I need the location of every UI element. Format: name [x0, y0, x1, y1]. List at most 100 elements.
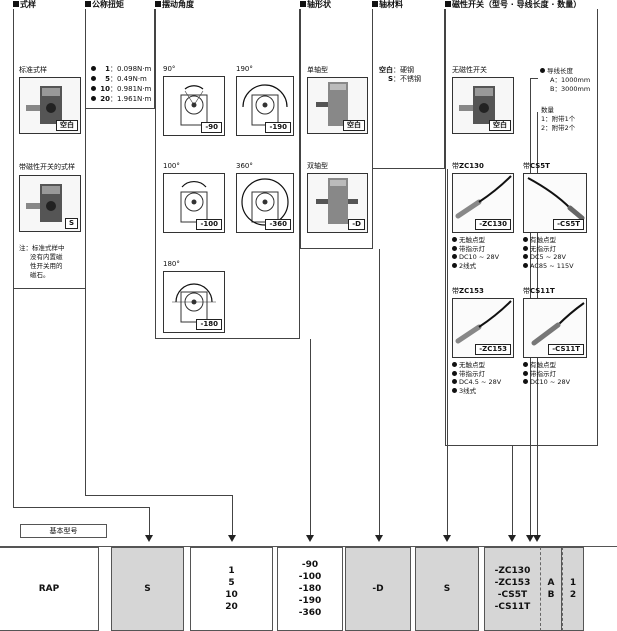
connector-line [310, 339, 311, 537]
model-cell-torque: 1 5 10 20 [190, 547, 273, 631]
header-angle: 摆动角度 [155, 0, 194, 10]
header-material: 轴材料 [372, 0, 403, 10]
bullet-icon [523, 370, 528, 376]
wire-title: 导线长度 [540, 67, 590, 76]
switch-code: -CS11T [494, 602, 531, 612]
angle-tag-360: -360 [265, 219, 291, 230]
spec-text: 无指示灯 [530, 244, 556, 253]
magnetic-label: 带磁性开关的式样 [19, 163, 75, 171]
model-cell-style: S [111, 547, 184, 631]
torque-item: 10：0.981N·m [91, 84, 151, 94]
connector-line [232, 495, 233, 537]
shaft-actuator-icon [316, 178, 358, 224]
torque-code: 5 [105, 75, 110, 83]
material-item: 空白：硬钢 [379, 66, 414, 74]
switch-codes: -ZC130 -ZC153 -CS5T -CS11T [495, 565, 531, 613]
material-list: 空白：硬钢 S：不锈钢 [379, 66, 421, 84]
sensor-photo-cs5t: -CS5T [523, 173, 587, 233]
style-magnetic-tag: S [64, 218, 78, 229]
square-bullet-icon [372, 1, 378, 7]
angle-code: -190 [298, 596, 322, 606]
quantity-block: 数量 1：附带1个 2：附带2个 [541, 106, 575, 133]
connector-line [379, 249, 380, 537]
bullet-icon [523, 237, 528, 242]
sensor-title-zc130: 带ZC130 [452, 162, 484, 171]
square-bullet-icon [300, 1, 306, 7]
sensor-specs-cs5t: 有触点型 无指示灯 DC5 ~ 28V AC85 ~ 115V [523, 236, 574, 270]
rotation-arc-icon [241, 178, 289, 226]
material-code: 空白 [379, 66, 393, 74]
bullet-icon [540, 68, 545, 73]
switch-none-tag: 空白 [489, 120, 511, 131]
sensor-specs-cs11t: 有触点型 带指示灯 DC10 ~ 28V [523, 361, 570, 387]
angle-diagram-360: -360 [236, 173, 294, 233]
arrow-down-icon [443, 535, 451, 542]
model-cell-switch: -ZC130 -ZC153 -CS5T -CS11T [484, 547, 541, 631]
sensor-title-prefix: 带 [523, 287, 530, 295]
angle-diagram-90: -90 [163, 76, 225, 136]
bullet-icon [452, 245, 457, 251]
spec-line: 有触点型 [523, 236, 574, 245]
model-cell-qty: 1 2 [562, 547, 584, 631]
torque-value: 0.981N·m [117, 85, 152, 93]
torque-list: 1：0.098N·m 5：0.49N·m 10：0.981N·m 20：1.96… [91, 64, 151, 104]
sensor-title-cs5t: 带CS5T [523, 162, 550, 171]
spec-text: DC10 ~ 28V [459, 253, 500, 261]
spec-text: 有触点型 [530, 361, 556, 369]
connector-line [530, 78, 538, 79]
model-cell-shaft: -D [345, 547, 411, 631]
torque-code: 20 [225, 602, 238, 612]
rotary-actuator-icon [459, 86, 495, 124]
torque-code: 10 [225, 590, 238, 600]
shaft-double-label: 双轴型 [307, 162, 328, 170]
connector-line [447, 169, 448, 537]
torque-code: 1 [228, 566, 235, 576]
wire-code: B [547, 590, 555, 600]
style-standard-tag: 空白 [56, 120, 78, 131]
single-shaft-photo: 空白 [307, 77, 368, 134]
bullet-icon [452, 254, 457, 259]
base-model-label: 基本型号 [20, 524, 107, 538]
torque-codes: 1 5 10 20 [225, 565, 238, 613]
torque-item: 20：1.961N·m [91, 94, 151, 104]
spec-text: 带指示灯 [459, 244, 485, 253]
model-cell-base: RAP [0, 547, 99, 631]
section-switch [445, 9, 598, 446]
header-switch-text: 磁性开关（型号 · 导线长度 · 数量） [452, 0, 582, 9]
spec-line: 无指示灯 [523, 245, 574, 254]
spec-text: 带指示灯 [530, 369, 556, 378]
arrow-down-icon [508, 535, 516, 542]
spec-text: DC5 ~ 28V [530, 253, 566, 261]
shaft-single-tag: 空白 [343, 120, 365, 131]
bullet-icon [452, 262, 457, 268]
sensor-title-code: ZC130 [459, 162, 484, 170]
angle-tag-180: -180 [196, 319, 222, 330]
angle-diagram-180: -180 [163, 271, 225, 333]
rotation-arc-icon [180, 85, 208, 126]
connector-line [13, 507, 149, 508]
spec-line: DC5 ~ 28V [523, 253, 574, 262]
note-line: 性开关用的 [30, 262, 63, 270]
sensor-title-prefix: 带 [523, 162, 530, 170]
qty-option-1: 1：附带1个 [541, 115, 576, 123]
bullet-icon [91, 86, 96, 91]
sensor-specs-zc130: 无触点型 带指示灯 DC10 ~ 28V 2线式 [452, 236, 499, 270]
header-shaft-text: 轴形状 [307, 0, 331, 9]
torque-value: 0.49N·m [117, 75, 147, 83]
spec-line: 带指示灯 [452, 370, 501, 379]
arrow-down-icon [375, 535, 383, 542]
rotary-actuator-icon [26, 184, 62, 222]
angle-deg-360: 360° [236, 162, 253, 170]
shaft-actuator-icon [316, 82, 348, 126]
switch-code: -ZC153 [494, 578, 531, 588]
angle-code: -90 [301, 560, 319, 570]
standard-label: 标准式样 [19, 66, 47, 74]
note-line: 没有内置磁 [30, 253, 63, 261]
section-material [372, 9, 445, 169]
torque-value: 0.098N·m [117, 65, 152, 73]
bullet-icon [523, 379, 528, 384]
qty-title: 数量 [541, 106, 554, 114]
bullet-icon [523, 262, 528, 268]
qty-code: 2 [569, 590, 577, 600]
torque-code: 20 [100, 95, 110, 103]
